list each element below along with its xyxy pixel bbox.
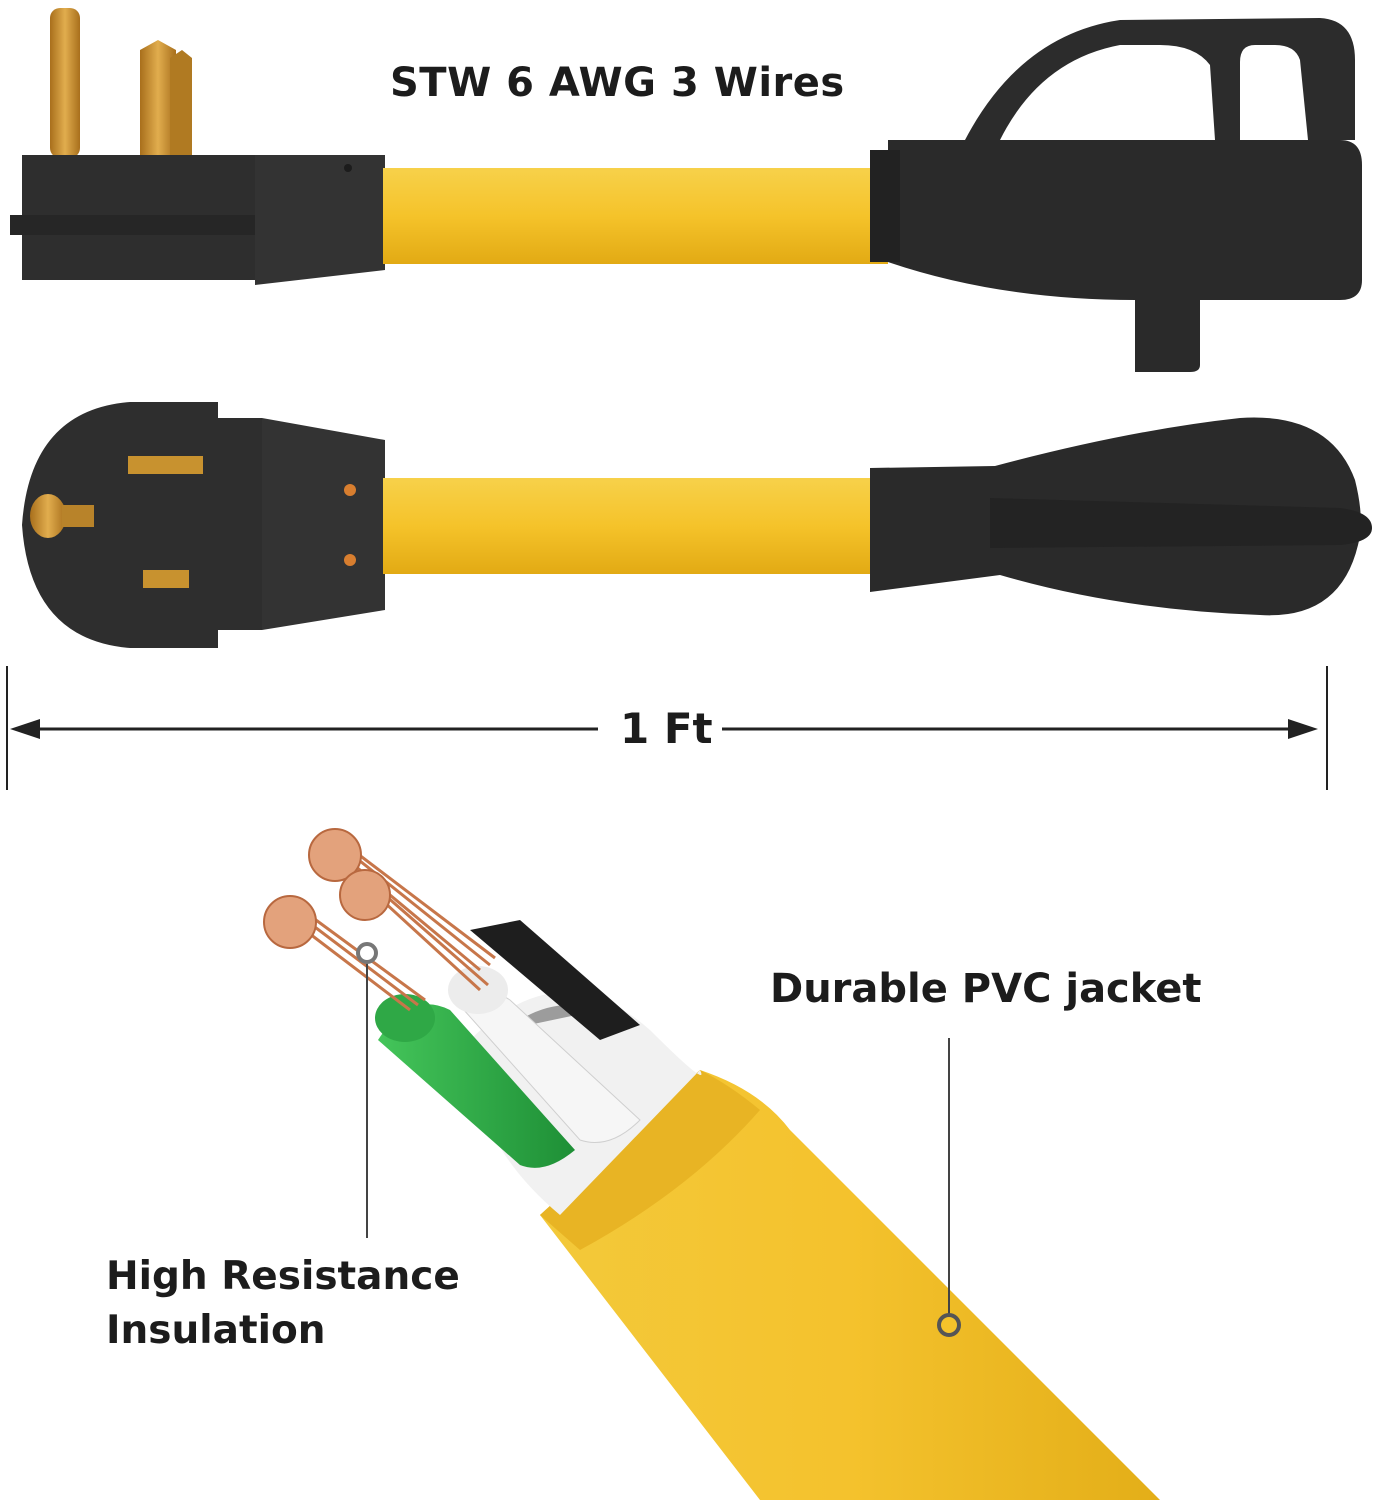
- copper-strand-icon: [263, 895, 317, 949]
- jacket-callout: Durable PVC jacket: [770, 966, 1202, 1012]
- length-label: 1 Ft: [620, 704, 713, 753]
- prong-icon: [50, 8, 80, 158]
- slot-icon: [143, 570, 189, 588]
- plug-face-view-icon: [22, 402, 1372, 648]
- copper-strand-icon: [339, 869, 391, 921]
- yellow-cable-icon: [383, 168, 888, 264]
- yellow-cable-icon: [383, 478, 888, 574]
- copper-strand-icon: [308, 828, 362, 882]
- cable-spec-title: STW 6 AWG 3 Wires: [390, 60, 845, 106]
- callout-dot-icon: [937, 1313, 961, 1337]
- prong-icon: [140, 40, 176, 158]
- slot-icon: [128, 456, 203, 474]
- length-dimension-icon: [6, 666, 1328, 790]
- cable-cross-section-icon: [263, 828, 1160, 1500]
- callout-dot-icon: [356, 942, 378, 964]
- insulation-callout: High Resistance Insulation: [106, 1254, 460, 1353]
- arrow-left-icon: [10, 719, 40, 739]
- plug-side-view-icon: [10, 8, 1362, 372]
- arrow-right-icon: [1288, 719, 1318, 739]
